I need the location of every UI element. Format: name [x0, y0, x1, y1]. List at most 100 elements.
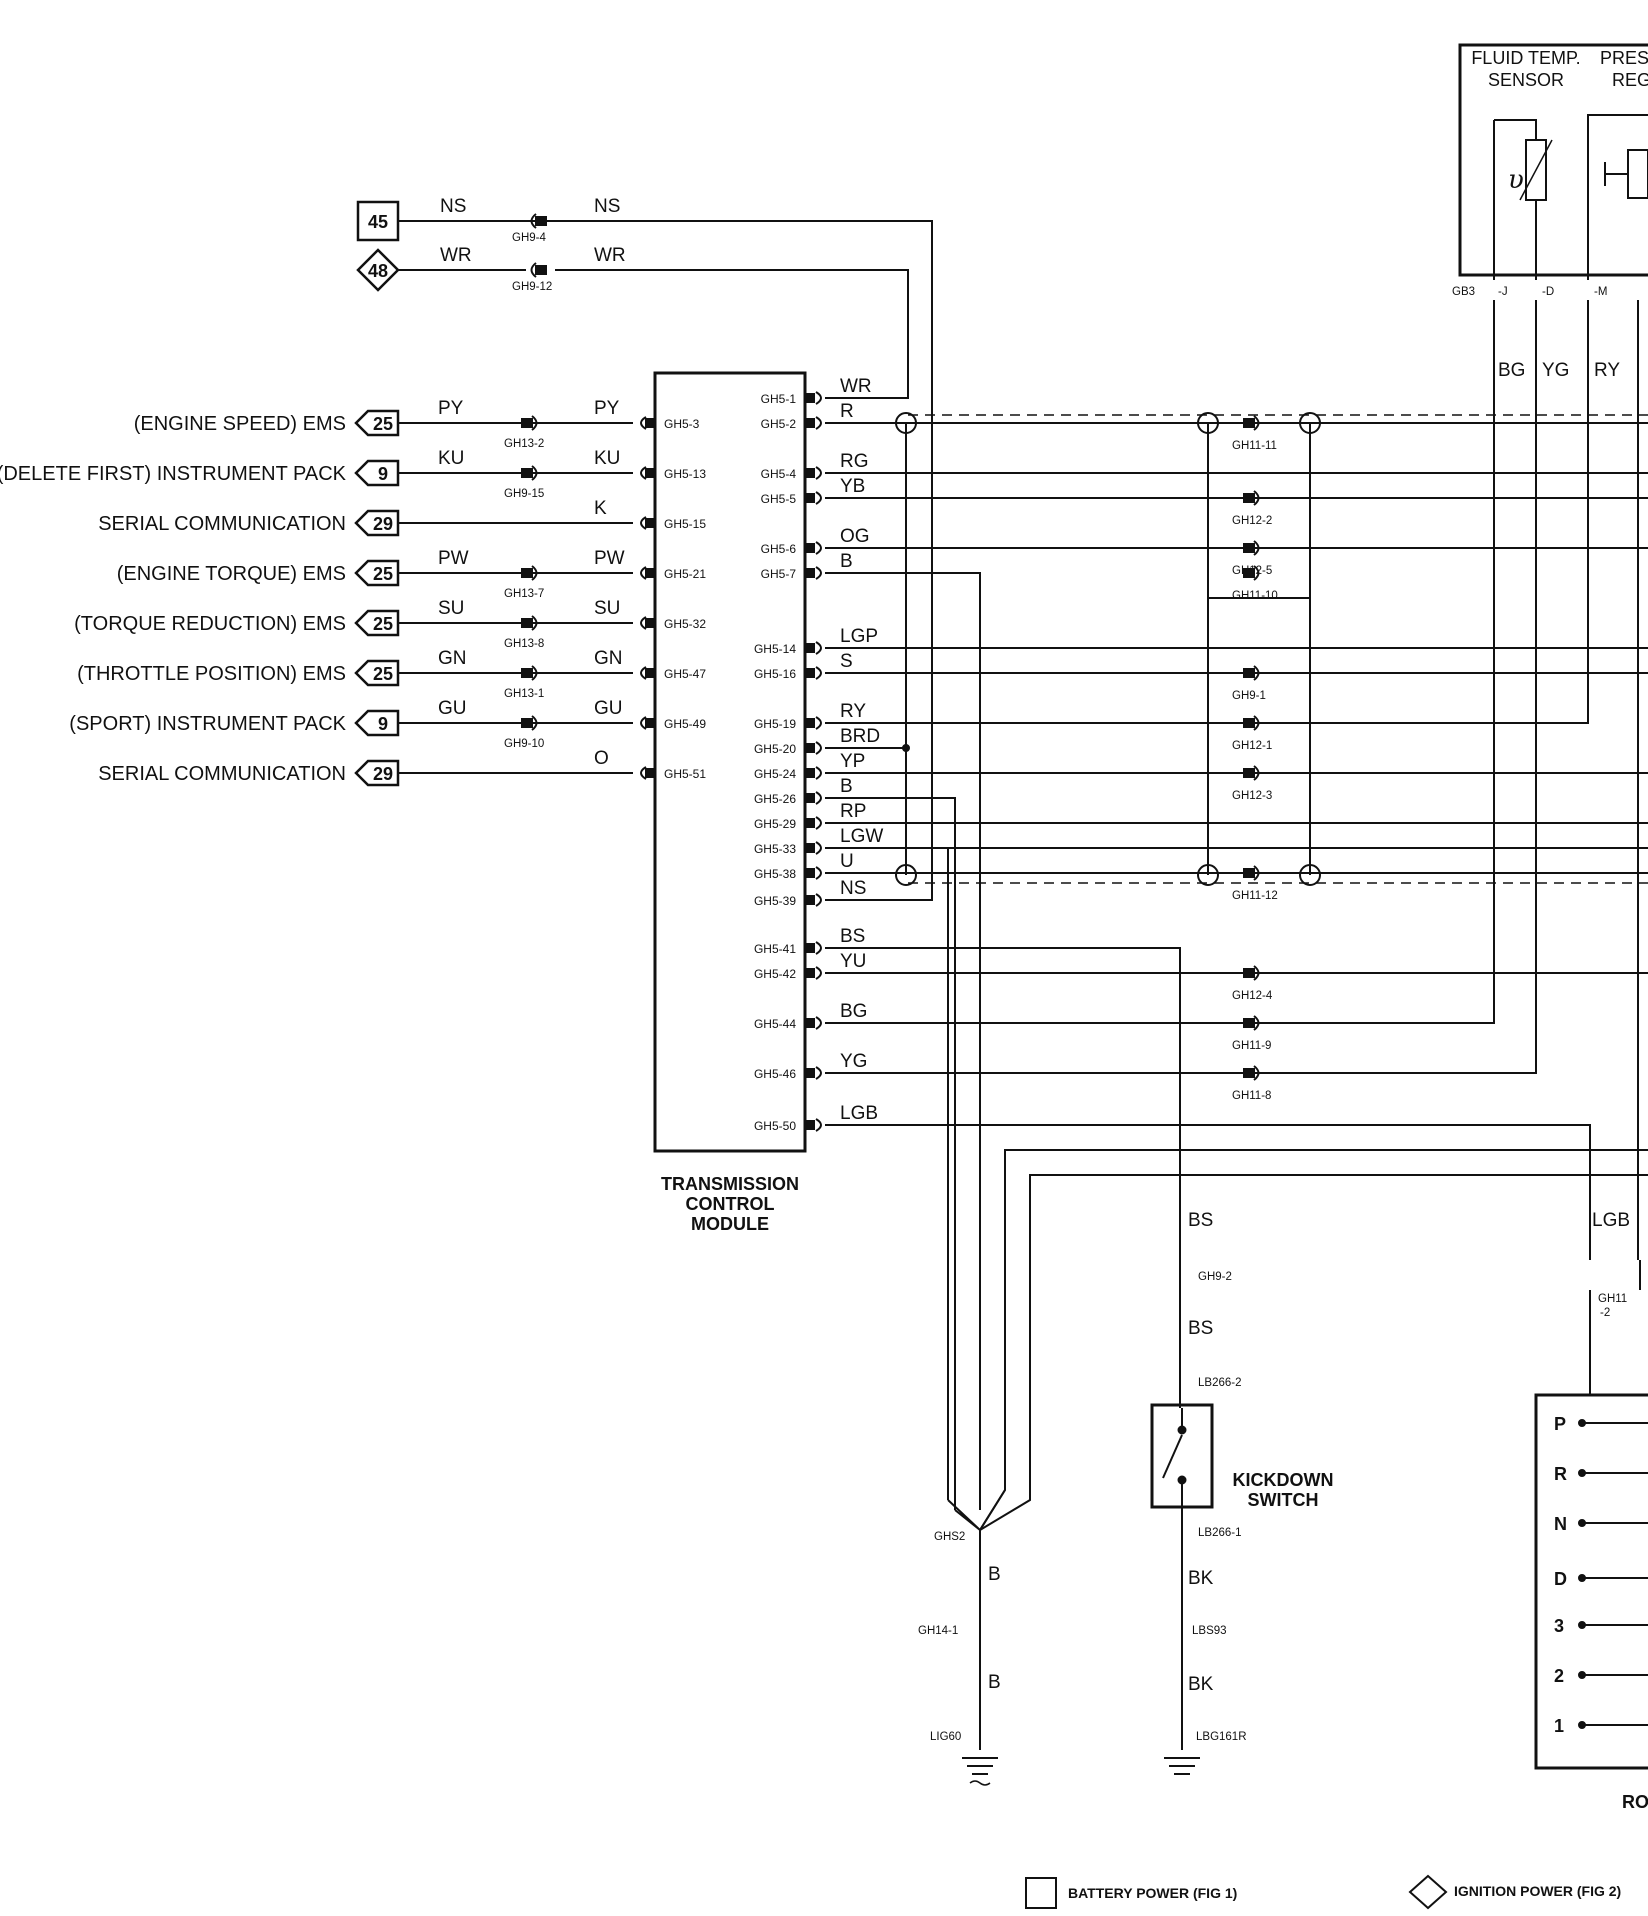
splice-label: GH13-2	[504, 438, 544, 450]
kd-wire-3: BK	[1188, 1568, 1214, 1589]
pres-reg-title-2: REG	[1612, 70, 1648, 90]
splice-label: GH13-1	[504, 688, 544, 700]
battery-legend-icon	[1025, 1877, 1057, 1909]
wire-color: YP	[840, 751, 865, 772]
ground-wire-1: B	[988, 1564, 1001, 1585]
selector-position: D	[1554, 1569, 1648, 1589]
splice-label: GH9-1	[1232, 690, 1266, 702]
input-label: (SPORT) INSTRUMENT PACK	[69, 713, 346, 735]
splice-label: GH12-3	[1232, 790, 1272, 802]
pin-label: GH5-5	[761, 492, 797, 506]
wire-color: R	[840, 401, 854, 422]
wire-color: RY	[840, 701, 866, 722]
wire-color: YB	[840, 476, 865, 497]
selector-position-label: D	[1554, 1569, 1567, 1589]
output-row: GH5-2 R GH11-11	[761, 401, 1648, 452]
pin-label: GH5-39	[754, 894, 796, 908]
splice-label: GH12-4	[1232, 990, 1273, 1002]
splice-connector	[1243, 968, 1255, 978]
wire-color: YG	[840, 1051, 867, 1072]
pin-label: GH5-7	[761, 567, 797, 581]
output-row: GH5-4RG	[761, 451, 1648, 481]
splice-label: GH11-8	[1232, 1090, 1271, 1102]
splice-connector	[521, 468, 533, 478]
pin-label: GH5-21	[664, 567, 706, 581]
tcm-title-1: TRANSMISSION	[661, 1174, 799, 1194]
splice-label: GH9-4	[512, 232, 546, 244]
splice-connector	[1243, 568, 1255, 578]
tcm-module-box	[653, 371, 807, 1153]
output-row: GH5-1WR	[761, 376, 872, 406]
kd-conn-2: LB266-2	[1198, 1377, 1241, 1389]
pin-label: GH5-42	[754, 967, 796, 981]
input-label: (DELETE FIRST) INSTRUMENT PACK	[0, 463, 347, 485]
wire-color-right: K	[594, 498, 607, 519]
splice-connector	[1243, 868, 1255, 878]
output-row: GH5-41 BS	[754, 926, 865, 956]
sensor-wire-bg: BG	[1498, 360, 1525, 381]
selector-switch-box	[1534, 1393, 1648, 1770]
wire-color: U	[840, 851, 854, 872]
selector-position-label: N	[1554, 1514, 1567, 1534]
sensor-connector: GB3	[1452, 286, 1475, 298]
output-row: GH5-26B	[754, 776, 853, 806]
wire-color: OG	[840, 526, 870, 547]
pres-reg-title-1: PRES	[1600, 48, 1648, 68]
splice-label: GH11-11	[1232, 440, 1277, 452]
wire-color-left: PW	[438, 548, 469, 569]
splice-connector	[1243, 1018, 1255, 1028]
ghs2-label: GHS2	[934, 1531, 965, 1543]
splice-label: GH11-9	[1232, 1040, 1271, 1052]
wire-color: RG	[840, 451, 869, 472]
wire-color-right: O	[594, 748, 609, 769]
pin-label: GH5-6	[761, 542, 797, 556]
pin-label: GH5-2	[761, 417, 797, 431]
splice-connector	[1243, 543, 1255, 553]
wire-color-right: PW	[594, 548, 625, 569]
selector-position: 1	[1554, 1716, 1648, 1736]
tcm-title-2: CONTROL	[686, 1194, 775, 1214]
selector-position: P	[1554, 1414, 1648, 1434]
pin-label: GH5-19	[754, 717, 796, 731]
pin-label: GH5-33	[754, 842, 796, 856]
kd-wire-2: BS	[1188, 1318, 1213, 1339]
ref-number: 29	[373, 514, 393, 534]
splice-label: GH13-7	[504, 588, 544, 600]
pin-label: GH5-46	[754, 1067, 796, 1081]
splice-connector	[1243, 718, 1255, 728]
kd-conn-3: LB266-1	[1198, 1527, 1241, 1539]
pin-label: GH5-41	[754, 942, 796, 956]
sensor-wire-yg: YG	[1542, 360, 1569, 381]
selector-caption: RO	[1622, 1792, 1648, 1812]
splice-label: GH13-8	[504, 638, 544, 650]
kd-ground: LBG161R	[1196, 1731, 1247, 1743]
selector-position-label: 3	[1554, 1616, 1564, 1636]
selector-position: N	[1554, 1514, 1648, 1534]
ref-number: 25	[373, 564, 393, 584]
input-label: (THROTTLE POSITION) EMS	[77, 663, 346, 685]
wire-color: BS	[840, 926, 865, 947]
ref-number: 48	[368, 261, 388, 281]
splice-connector	[521, 568, 533, 578]
pin-label: GH5-49	[664, 717, 706, 731]
wire-color: WR	[840, 376, 872, 397]
selector-position: R	[1554, 1464, 1648, 1484]
wire-ns-feed	[398, 220, 933, 901]
pin-label: GH5-3	[664, 417, 700, 431]
wire-color-left: WR	[440, 245, 472, 266]
splice-connector	[1243, 768, 1255, 778]
sel-wire: LGB	[1592, 1210, 1630, 1231]
selector-position: 3	[1554, 1616, 1648, 1636]
ref-number: 29	[373, 764, 393, 784]
sensor-title-1: FLUID TEMP.	[1471, 48, 1580, 68]
